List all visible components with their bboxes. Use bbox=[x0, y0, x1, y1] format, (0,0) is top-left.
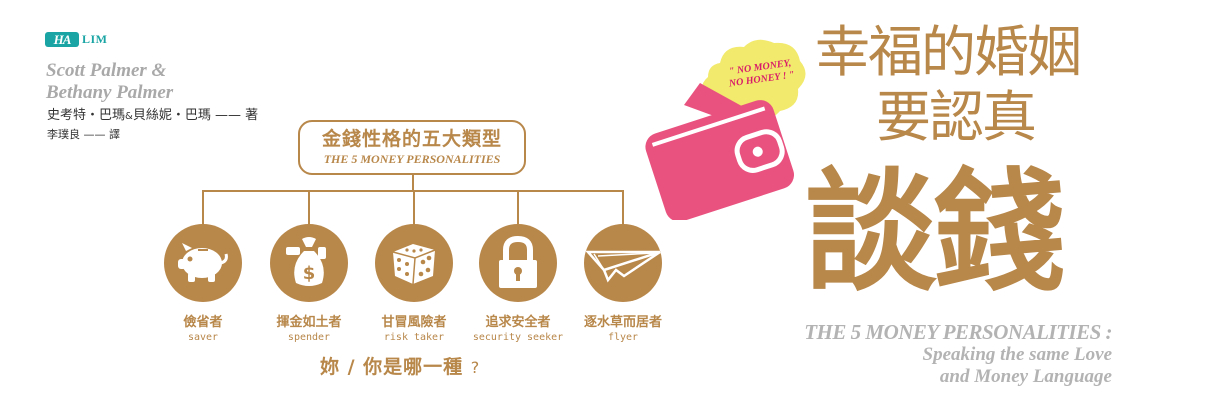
author-line-2: Bethany Palmer bbox=[46, 82, 174, 103]
question-mark: ? bbox=[470, 358, 481, 377]
personality-spender: $ 揮金如土者 spender bbox=[249, 224, 369, 345]
connector-drop-4 bbox=[517, 190, 519, 226]
publisher-logo: HA LIM bbox=[45, 31, 108, 48]
author-zh-amp: & bbox=[125, 111, 133, 122]
title-line-1: 幸福的婚姻 bbox=[815, 20, 1082, 84]
personality-en: spender bbox=[287, 332, 331, 343]
subtitle-line-3: and Money Language bbox=[939, 366, 1112, 387]
subtitle: THE 5 MONEY PERSONALITIES : Speaking the… bbox=[804, 320, 1112, 388]
personality-en: saver bbox=[187, 332, 219, 343]
question-main: 妳 / 你是哪一種 bbox=[320, 356, 464, 378]
personality-security-seeker: 追求安全者 security seeker bbox=[458, 224, 578, 345]
wallet-illustration bbox=[645, 39, 806, 220]
subtitle-line-1: THE 5 MONEY PERSONALITIES : bbox=[804, 320, 1112, 344]
author-line-1: Scott Palmer & bbox=[46, 60, 167, 81]
connector-drop-2 bbox=[308, 190, 310, 226]
subtitle-line-2: Speaking the same Love bbox=[922, 344, 1112, 365]
money-bag-icon: $ bbox=[270, 224, 348, 302]
personality-en: security seeker bbox=[472, 332, 564, 343]
personality-risk-taker: 甘冒風險者 risk taker bbox=[354, 224, 474, 345]
connector-drop-5 bbox=[622, 190, 624, 226]
title-line-2: 要認真 bbox=[876, 85, 1037, 149]
authors-english: Scott Palmer & Bethany Palmer bbox=[46, 60, 173, 104]
personality-flyer: 逐水草而居者 flyer bbox=[563, 224, 683, 345]
connector-stem bbox=[412, 175, 414, 192]
connector-drop-3 bbox=[413, 190, 415, 226]
personality-en: flyer bbox=[607, 332, 639, 343]
authors-chinese: 史考特・巴瑪&貝絲妮・巴瑪 —— 著 bbox=[47, 108, 258, 125]
personality-zh: 儉省者 bbox=[183, 315, 223, 330]
publisher-logo-text: LIM bbox=[82, 32, 108, 46]
connector-drop-1 bbox=[202, 190, 204, 226]
author-zh-2: 貝絲妮・巴瑪 —— 著 bbox=[132, 108, 259, 123]
question-text: 妳 / 你是哪一種 ? bbox=[320, 352, 480, 379]
padlock-icon bbox=[479, 224, 557, 302]
publisher-logo-mark: HA bbox=[45, 32, 79, 47]
category-title-en: THE 5 MONEY PERSONALITIES bbox=[323, 152, 501, 166]
svg-text:$: $ bbox=[303, 263, 316, 284]
personality-zh: 追求安全者 bbox=[485, 315, 551, 330]
personality-zh: 甘冒風險者 bbox=[381, 315, 447, 330]
personality-zh: 揮金如土者 bbox=[276, 315, 342, 330]
author-zh-1: 史考特・巴瑪 bbox=[47, 108, 126, 123]
personality-zh: 逐水草而居者 bbox=[583, 315, 662, 330]
dice-icon bbox=[375, 224, 453, 302]
title-main: 談錢 bbox=[805, 156, 1065, 310]
category-title-zh: 金錢性格的五大類型 bbox=[321, 128, 502, 150]
piggy-bank-icon bbox=[164, 224, 242, 302]
translator: 李璞良 —— 譯 bbox=[47, 128, 120, 141]
paper-plane-icon bbox=[584, 224, 662, 302]
category-box: 金錢性格的五大類型 THE 5 MONEY PERSONALITIES bbox=[298, 120, 526, 175]
personality-saver: 儉省者 saver bbox=[143, 224, 263, 345]
personality-en: risk taker bbox=[383, 332, 445, 343]
